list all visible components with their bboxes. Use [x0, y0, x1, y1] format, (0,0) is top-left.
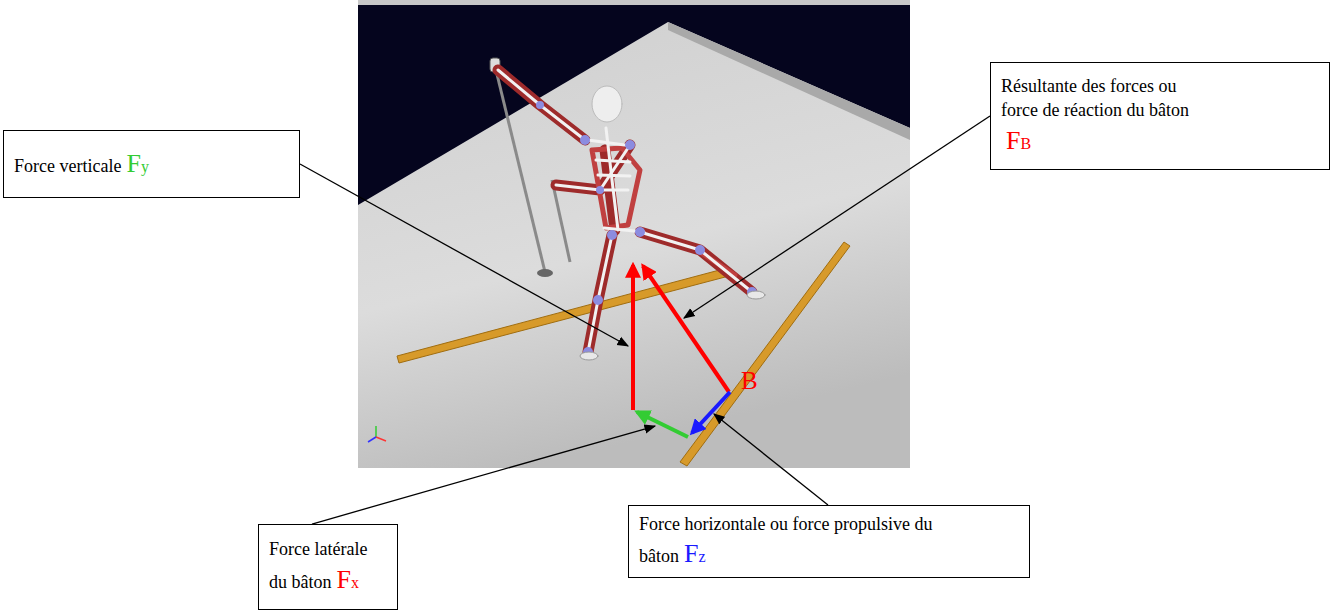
force-description: Force horizontale ou force propulsive du…: [639, 514, 932, 566]
callout-box: Force verticaleFy: [3, 130, 300, 198]
force-symbol: FB: [1006, 123, 1031, 158]
point-label: B: [741, 368, 758, 393]
force-description: Résultante des forces ou force de réacti…: [1001, 76, 1189, 120]
force-vectors: [633, 265, 730, 437]
force-symbol: Fz: [684, 536, 706, 571]
render-window: [358, 0, 910, 468]
force-symbol: Fx: [337, 562, 359, 597]
axes-icon: [368, 426, 386, 442]
callout-content: Force verticaleFy: [14, 146, 149, 181]
force-symbol: Fy: [126, 146, 148, 181]
callout-content: Force latérale du bâtonFx: [269, 537, 387, 596]
callout-box: Résultante des forces ou force de réacti…: [990, 62, 1330, 170]
callout-box: Force latérale du bâtonFx: [258, 524, 398, 610]
leader-lines: [300, 116, 990, 524]
callout-content: Résultante des forces ou force de réacti…: [1001, 74, 1216, 158]
callout-content: Force horizontale ou force propulsive du…: [639, 512, 939, 571]
force-description: Force verticale: [14, 156, 121, 176]
callout-box: Force horizontale ou force propulsive du…: [628, 505, 1030, 578]
skis: [397, 242, 850, 466]
